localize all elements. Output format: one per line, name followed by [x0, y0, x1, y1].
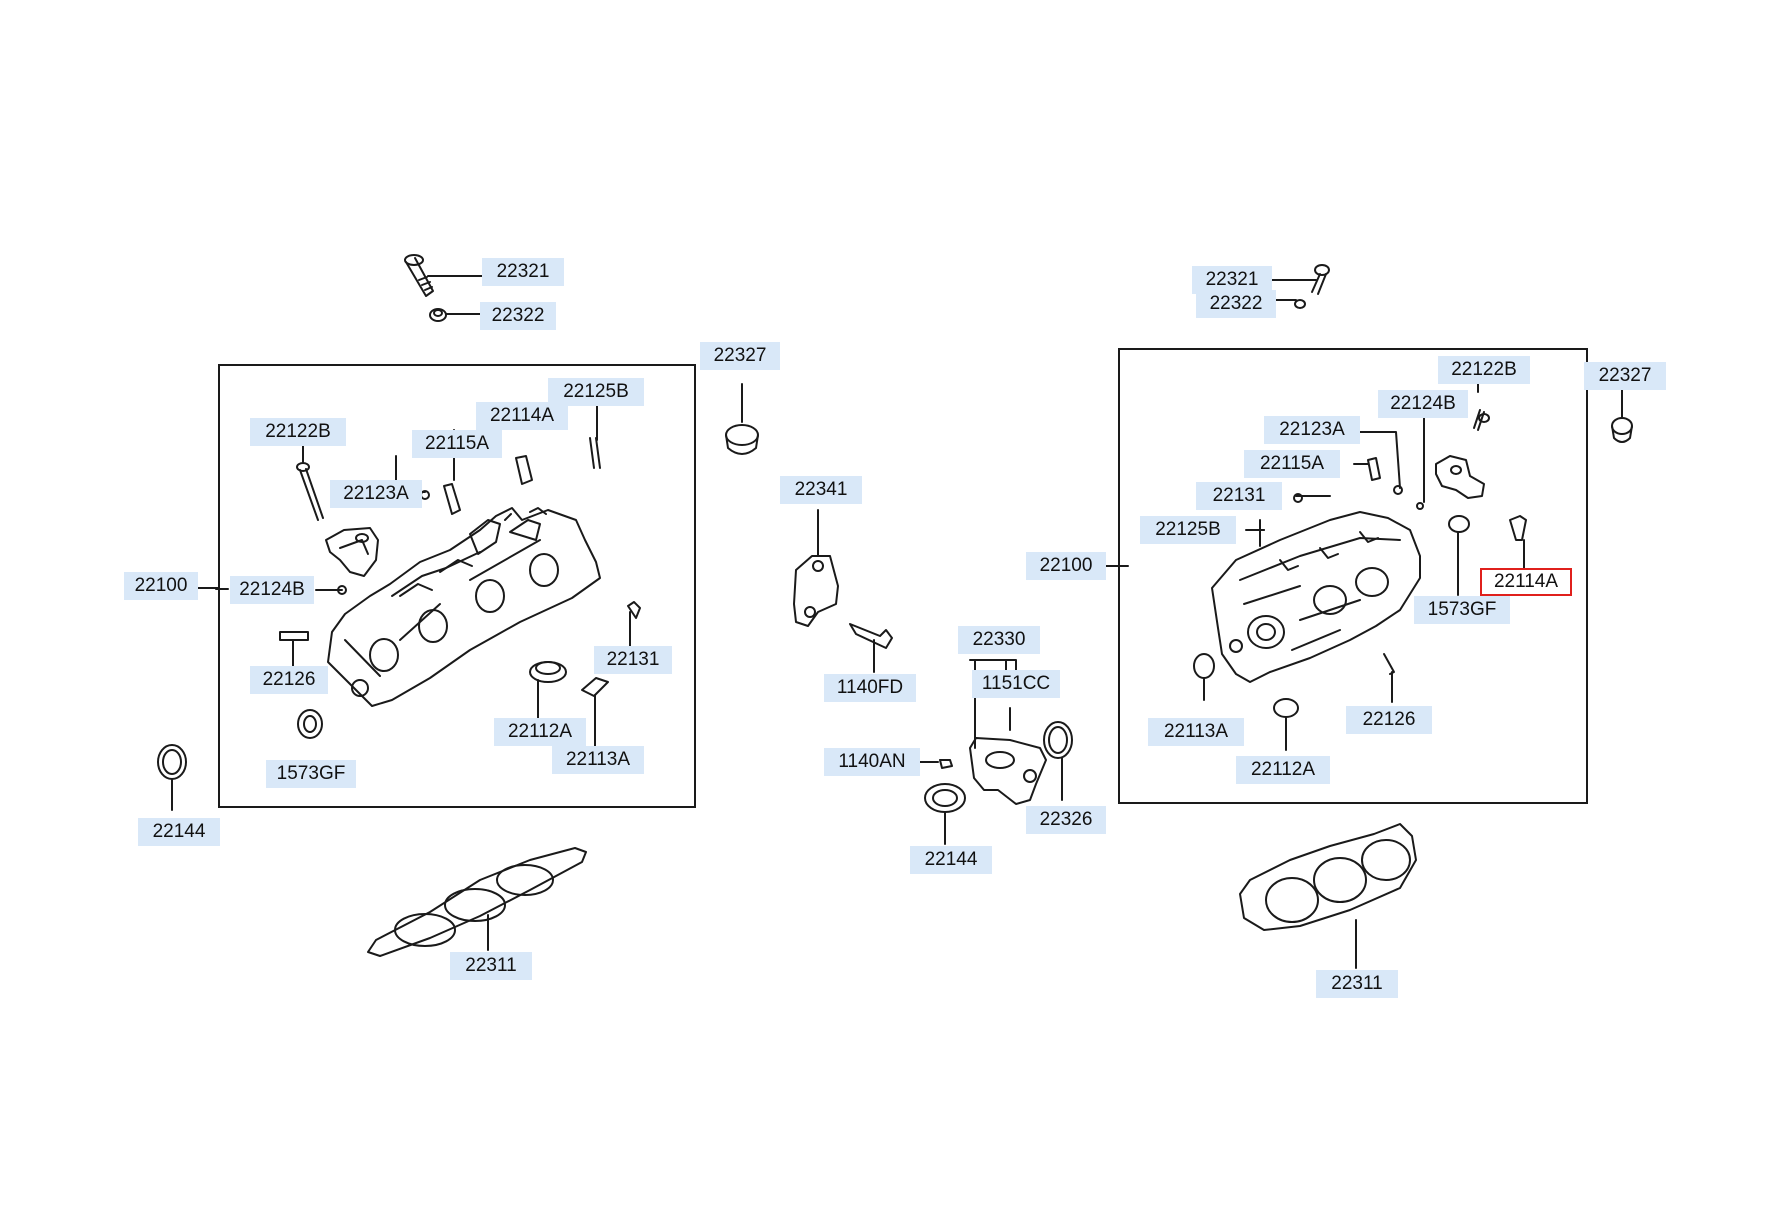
label-22115a-right[interactable]: 22115A: [1244, 450, 1340, 478]
left-small-parts-shapes: [279, 437, 641, 739]
label-22124b-left[interactable]: 22124B: [230, 576, 314, 604]
label-22126-left[interactable]: 22126: [250, 666, 328, 694]
label-22113a-left[interactable]: 22113A: [552, 746, 644, 774]
right-bolt-22321-shape: [1311, 264, 1330, 295]
label-22311-left[interactable]: 22311: [450, 952, 532, 980]
label-22122b-left[interactable]: 22122B: [250, 418, 346, 446]
bolt-1140an-shape: [919, 759, 953, 769]
label-22327-left[interactable]: 22327: [700, 342, 780, 370]
housing-22330-shape: [969, 659, 1047, 805]
label-22126-right[interactable]: 22126: [1346, 706, 1432, 734]
left-cylinder-head-shape: [327, 507, 601, 707]
label-22322-left[interactable]: 22322: [480, 302, 556, 330]
label-22113a-right[interactable]: 22113A: [1148, 718, 1244, 746]
right-rocker-shape: [1435, 455, 1485, 499]
label-22114a-left[interactable]: 22114A: [476, 402, 568, 430]
label-22131-right[interactable]: 22131: [1196, 482, 1282, 510]
left-rocker-shape: [325, 527, 379, 577]
bolt-1140fd-shape: [849, 623, 893, 673]
label-1140fd[interactable]: 1140FD: [824, 674, 916, 702]
right-bank-frame: [1118, 348, 1588, 804]
label-22321-right[interactable]: 22321: [1192, 266, 1272, 294]
label-22330[interactable]: 22330: [958, 626, 1040, 654]
gasket-22326-shape: [1043, 721, 1073, 801]
right-plug-22327-shape: [1611, 383, 1633, 443]
left-gasket-22311-shape: [367, 847, 587, 957]
label-22112a-left[interactable]: 22112A: [494, 718, 586, 746]
label-22131-left[interactable]: 22131: [594, 646, 672, 674]
left-bank-frame: [218, 364, 696, 808]
left-plug-22327-shape: [725, 383, 759, 455]
label-22115a-left[interactable]: 22115A: [412, 430, 502, 458]
right-cylinder-head-shape: [1211, 511, 1421, 683]
label-22327-right[interactable]: 22327: [1584, 362, 1666, 390]
label-22100-right[interactable]: 22100: [1026, 552, 1106, 580]
bracket-22341-shape: [793, 509, 839, 627]
label-22114a-right-highlighted[interactable]: 22114A: [1480, 568, 1572, 596]
label-22125b-left[interactable]: 22125B: [548, 378, 644, 406]
left-washer-22322-shape: [429, 308, 447, 322]
center-seal-22144-shape: [924, 783, 966, 845]
right-washer-22322-shape: [1294, 299, 1306, 309]
label-22122b-right[interactable]: 22122B: [1438, 356, 1530, 384]
label-22341[interactable]: 22341: [780, 476, 862, 504]
label-22123a-right[interactable]: 22123A: [1264, 416, 1360, 444]
label-1151cc[interactable]: 1151CC: [972, 670, 1060, 698]
label-22100-left[interactable]: 22100: [124, 572, 198, 600]
label-22326[interactable]: 22326: [1026, 806, 1106, 834]
label-1140an[interactable]: 1140AN: [824, 748, 920, 776]
label-1573gf-left[interactable]: 1573GF: [266, 760, 356, 788]
label-22112a-right[interactable]: 22112A: [1236, 756, 1330, 784]
label-22125b-right[interactable]: 22125B: [1140, 516, 1236, 544]
left-bolt-22321-shape: [404, 254, 434, 297]
label-22144-left[interactable]: 22144: [138, 818, 220, 846]
left-seal-22144-shape: [157, 744, 187, 811]
label-22322-right[interactable]: 22322: [1196, 290, 1276, 318]
label-22124b-right[interactable]: 22124B: [1378, 390, 1468, 418]
label-1573gf-right[interactable]: 1573GF: [1414, 596, 1510, 624]
right-gasket-22311-shape: [1239, 823, 1417, 969]
label-22144-center[interactable]: 22144: [910, 846, 992, 874]
label-22123a-left[interactable]: 22123A: [330, 480, 422, 508]
label-22311-right[interactable]: 22311: [1316, 970, 1398, 998]
label-22321-left[interactable]: 22321: [482, 258, 564, 286]
